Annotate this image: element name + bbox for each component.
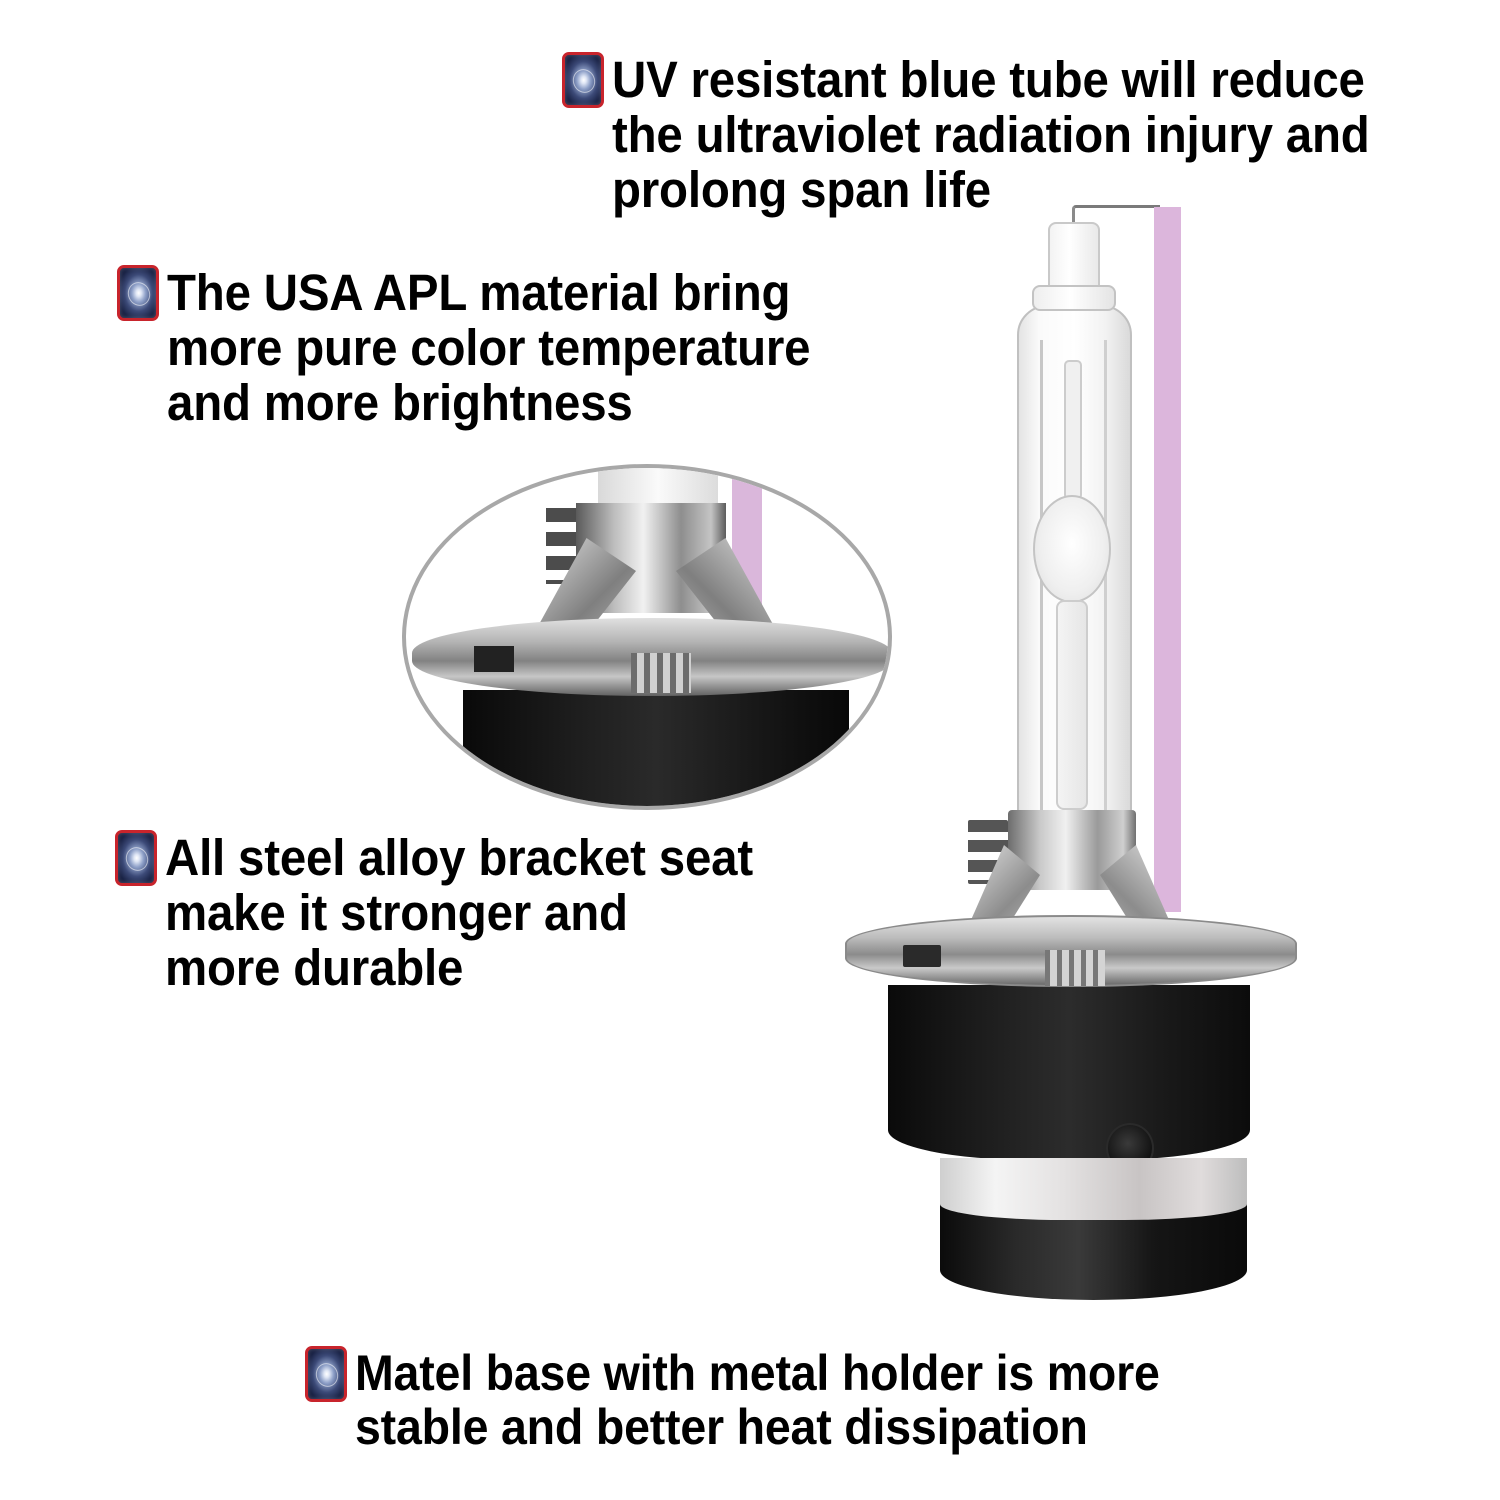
- flange-tab: [631, 653, 691, 693]
- black-base: [463, 690, 849, 806]
- feature-apl-material: The USA APL material bring more pure col…: [117, 265, 859, 430]
- feature-text: All steel alloy bracket seat make it str…: [165, 829, 753, 996]
- collar-fins: [968, 820, 1008, 884]
- glass-collar: [1032, 285, 1116, 311]
- inner-glass-line: [1104, 340, 1107, 810]
- bracket-right: [1100, 845, 1180, 945]
- black-base-upper: [888, 985, 1250, 1160]
- black-base-lower: [940, 1200, 1247, 1300]
- inner-glass-line: [1040, 340, 1043, 810]
- flange-notch: [474, 646, 514, 672]
- flange-tab: [1045, 950, 1105, 986]
- metal-flange: [845, 915, 1297, 987]
- metal-collar: [1008, 810, 1136, 890]
- uv-blue-tube: [1154, 207, 1181, 912]
- feature-text: Matel base with metal holder is more sta…: [355, 1345, 1160, 1455]
- bracket-closeup-inset: [402, 464, 892, 810]
- feature-uv-tube: UV resistant blue tube will reduce the u…: [562, 52, 1427, 217]
- flange-notch: [903, 945, 941, 967]
- arc-chamber: [1033, 495, 1111, 603]
- glass-envelope: [1017, 305, 1132, 825]
- bracket-left: [960, 845, 1040, 945]
- feature-text: The USA APL material bring more pure col…: [167, 264, 811, 431]
- glowing-bullet-icon: [115, 830, 157, 886]
- glowing-bullet-icon: [305, 1346, 347, 1402]
- glass-tip: [1048, 222, 1100, 294]
- feature-metal-base: Matel base with metal holder is more sta…: [305, 1346, 1220, 1454]
- upper-electrode: [1064, 360, 1082, 500]
- lower-electrode: [1056, 600, 1088, 810]
- glowing-bullet-icon: [117, 265, 159, 321]
- feature-steel-bracket: All steel alloy bracket seat make it str…: [115, 830, 797, 995]
- base-knob: [1106, 1123, 1154, 1173]
- silver-band: [940, 1158, 1247, 1220]
- glowing-bullet-icon: [562, 52, 604, 108]
- feature-text: UV resistant blue tube will reduce the u…: [612, 51, 1370, 218]
